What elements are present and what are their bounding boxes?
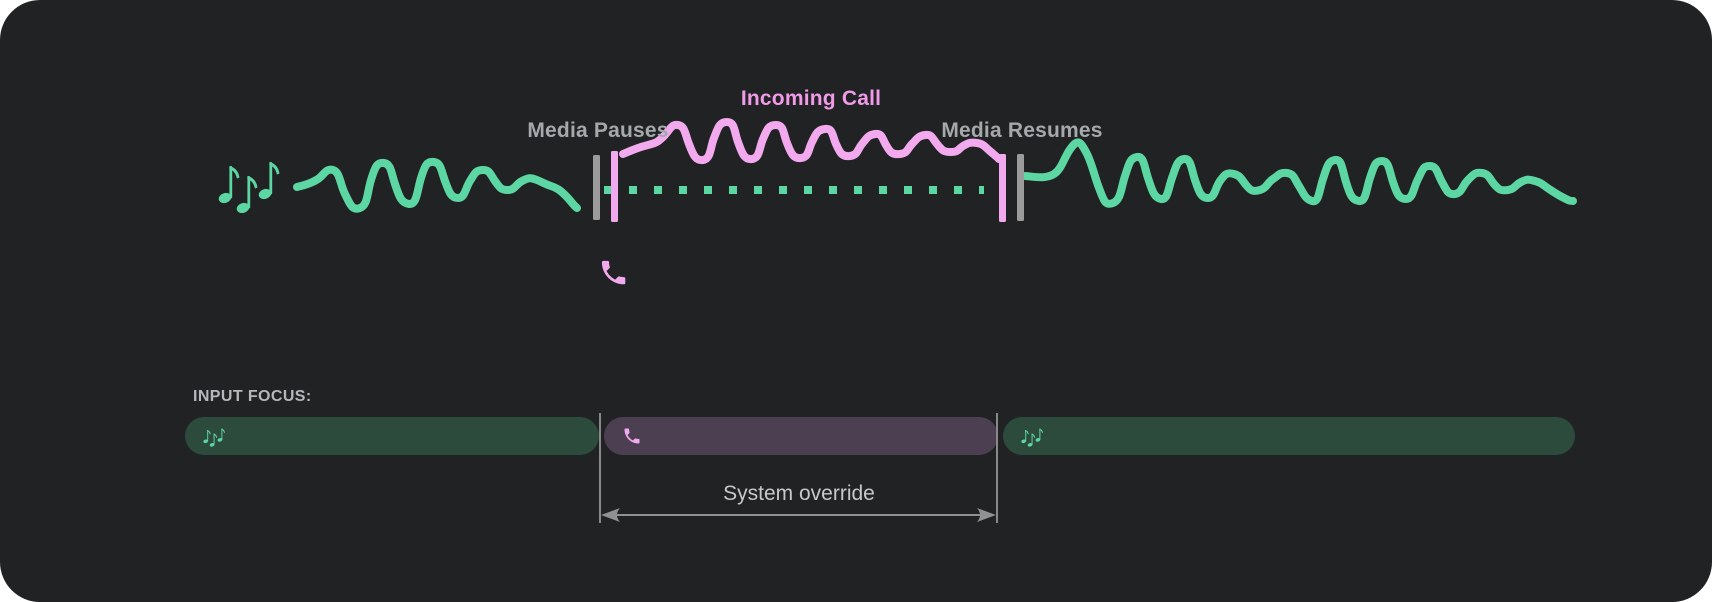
input-focus-heading: INPUT FOCUS: <box>193 388 312 405</box>
media-resumes-label: Media Resumes <box>941 119 1103 142</box>
music-notes-icon <box>1021 428 1043 447</box>
override-guide-line-left <box>599 413 601 523</box>
override-guide-line-right <box>996 413 998 523</box>
focus-segment-media-after <box>1003 417 1575 455</box>
music-notes-icon <box>203 428 225 447</box>
phone-icon <box>624 428 640 444</box>
focus-segment-media-before <box>185 417 599 455</box>
media-pauses-label: Media Pauses <box>527 119 669 142</box>
system-override-label: System override <box>723 482 875 505</box>
focus-segment-call <box>604 417 998 455</box>
incoming-call-label: Incoming Call <box>740 87 882 110</box>
